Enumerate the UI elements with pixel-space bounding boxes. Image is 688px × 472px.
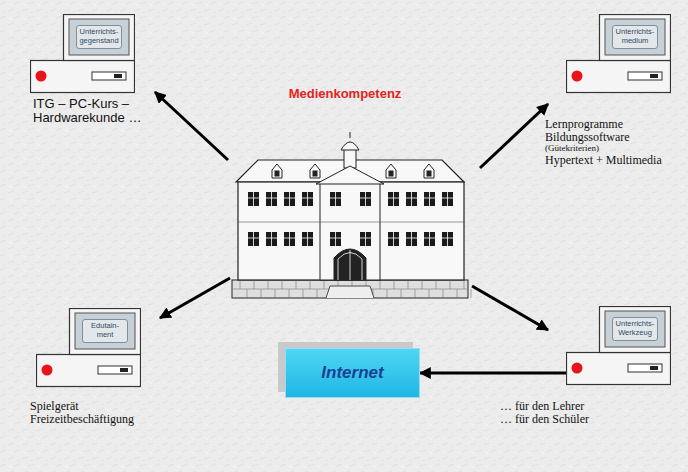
screen-label: Unterrichts-medium (612, 25, 658, 48)
caption-text: (Gütekriterien) (545, 144, 685, 154)
computer-caption: Lernprogramme Bildungssoftware(Gütekrite… (545, 118, 685, 167)
screen: Edutain-ment (77, 315, 133, 347)
computer-node: Unterrichts-Werkzeug… für den Lehrer … f… (566, 306, 671, 386)
relation-arrow (155, 92, 548, 330)
screen-label: Unterrichts-gegenstand (76, 25, 122, 48)
computer-caption: Spielgerät Freizeitbeschäftigung (30, 400, 155, 426)
caption-text: ITG – PC-Kurs – Hardwarekunde … (33, 97, 158, 125)
computer-node: Unterrichts-mediumLernprogramme Bildungs… (566, 14, 671, 94)
screen-label: Unterrichts-Werkzeug (612, 317, 658, 340)
diagram-title: Medienkompetenz (245, 86, 445, 101)
school-illustration (232, 132, 471, 298)
screen: Unterrichts-gegenstand (71, 21, 127, 53)
box-label: Internet (321, 363, 383, 383)
connector-arrow (420, 372, 566, 375)
screen: Unterrichts-Werkzeug (607, 313, 663, 345)
computer-node: Edutain-mentSpielgerät Freizeitbeschäfti… (36, 308, 141, 388)
caption-text: Spielgerät Freizeitbeschäftigung (30, 400, 155, 426)
screen-label: Edutain-ment (82, 319, 128, 342)
screen: Unterrichts-medium (607, 21, 663, 53)
computer-caption: ITG – PC-Kurs – Hardwarekunde … (33, 97, 158, 125)
caption-text: Lernprogramme Bildungssoftware (545, 118, 685, 144)
internet-box: Internet (285, 348, 420, 398)
caption-text: … für den Lehrer … für den Schüler (500, 400, 594, 426)
computer-node: Unterrichts-gegenstandITG – PC-Kurs – Ha… (30, 14, 135, 94)
computer-caption: … für den Lehrer … für den Schüler (500, 400, 594, 426)
caption-text: Hypertext + Multimedia (545, 154, 685, 167)
